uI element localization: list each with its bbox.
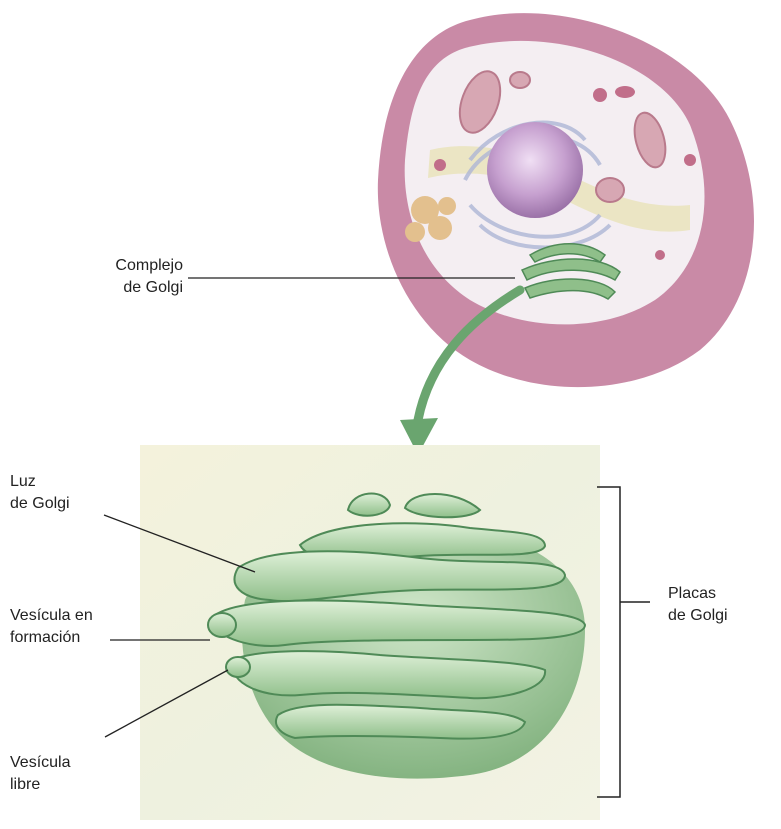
golgi-detail-panel xyxy=(140,445,600,820)
label-golgi-complex: Complejo de Golgi xyxy=(68,255,183,299)
label-forming-vesicle: Vesícula en formación xyxy=(10,605,93,649)
cell-illustration xyxy=(378,13,754,387)
label-golgi-plates: Placas de Golgi xyxy=(668,583,728,627)
free-vesicle xyxy=(226,657,250,677)
label-golgi-lumen: Luz de Golgi xyxy=(10,471,70,515)
forming-vesicle xyxy=(208,613,236,637)
golgi-plates-bracket xyxy=(597,487,650,797)
label-free-vesicle: Vesícula libre xyxy=(10,752,70,796)
nucleus xyxy=(487,122,583,218)
